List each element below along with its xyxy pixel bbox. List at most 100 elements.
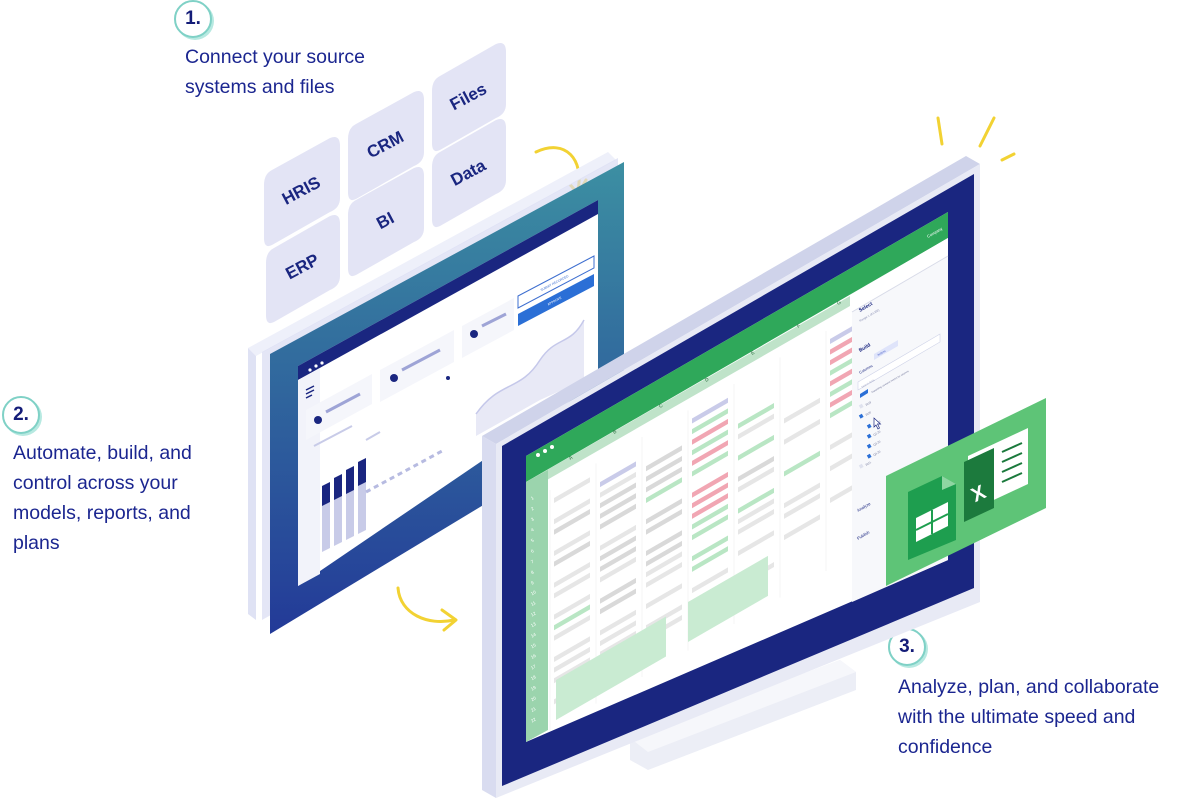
grid-cell[interactable] [554,646,590,673]
grid-cell[interactable] [600,482,636,509]
grid-cell[interactable] [692,514,728,541]
grid-cell[interactable] [646,562,682,588]
grid-cell[interactable] [600,546,636,572]
grid-cell[interactable] [692,503,728,530]
grid-cell[interactable] [692,493,728,519]
grid-cell[interactable] [738,466,774,493]
grid-cell[interactable] [692,471,728,498]
back-line-chart [476,320,584,436]
column-header-d: D [704,377,710,384]
grid-cell[interactable] [738,487,774,514]
grid-cell[interactable] [600,535,636,562]
source-tile-crm: CRM [348,91,424,201]
grid-cell[interactable] [692,482,728,509]
spreadsheet-grid [549,318,866,730]
grid-cell[interactable] [646,551,682,578]
grid-cell[interactable] [646,509,682,535]
source-label-bi: BI [373,208,397,233]
grid-cell[interactable] [554,604,590,631]
tree-checkbox[interactable] [866,433,872,439]
grid-cell[interactable] [692,450,728,477]
step-2-line-3: models, reports, and [13,502,191,524]
grid-cell[interactable] [600,461,636,488]
google-sheets-icon [908,476,956,560]
grid-cell[interactable] [554,540,590,567]
grid-cell[interactable] [600,577,636,604]
row-number: 1 [530,495,535,501]
grid-cell[interactable] [600,588,636,615]
grid-cell[interactable] [554,498,590,525]
grid-cell[interactable] [784,493,820,519]
grid-cell[interactable] [692,408,728,435]
grid-cell[interactable] [692,535,728,562]
grid-cell[interactable] [692,440,728,466]
column-headers: A B C D E F G [568,300,842,462]
column-header-g: G [836,300,842,307]
grid-cell[interactable] [692,567,728,594]
row-number: 16 [530,653,537,660]
tree-item-label: 2020 [865,410,873,417]
tree-checkbox[interactable] [866,453,872,459]
grid-cell[interactable] [692,546,728,572]
grid-cell[interactable] [738,403,774,429]
tree-checkbox[interactable] [866,423,872,429]
grid-cell[interactable] [646,498,682,525]
grid-cell[interactable] [784,514,820,541]
grid-cell[interactable] [600,620,636,647]
grid-cell[interactable] [554,509,590,535]
approve-button[interactable]: APPROVE [547,296,562,307]
grid-cell[interactable] [600,609,636,636]
grid-cell[interactable] [600,556,636,583]
grid-cell[interactable] [646,456,682,482]
panel-build-tag[interactable]: Actions [877,349,887,357]
row-number: 18 [530,674,537,681]
column-header-c: C [658,403,664,410]
panel-toggle[interactable] [860,389,868,398]
grid-cell[interactable] [554,572,590,599]
panel-publish-label[interactable]: Publish [856,529,871,541]
column-header-b: B [612,429,618,436]
row-number: 17 [530,663,537,670]
grid-cell[interactable] [784,418,820,445]
grid-cell[interactable] [554,562,590,588]
grid-cell[interactable] [554,636,590,662]
grid-cell[interactable] [554,530,590,556]
tree-checkbox[interactable] [858,413,864,419]
grid-cell[interactable] [738,456,774,482]
row-number: 6 [530,548,535,554]
grid-cell[interactable] [646,530,682,556]
grid-cell[interactable] [646,583,682,609]
tree-item-label: Q3-20 [873,439,882,447]
grid-cell[interactable] [600,493,636,519]
panel-search-input[interactable] [857,333,941,391]
sparkle-icon [936,116,1016,162]
grid-cell[interactable] [738,509,774,535]
grid-cell[interactable] [692,429,728,456]
grid-cell[interactable] [784,397,820,424]
grid-cell[interactable] [738,530,774,556]
grid-cell[interactable] [646,477,682,503]
grid-cell[interactable] [646,540,682,567]
tree-checkbox[interactable] [858,463,864,469]
grid-cell[interactable] [738,413,774,440]
grid-cell[interactable] [646,466,682,493]
grid-cell[interactable] [554,593,590,620]
grid-cell[interactable] [600,524,636,551]
grid-cell[interactable] [554,615,590,641]
grid-cell[interactable] [692,418,728,445]
grid-cell[interactable] [738,498,774,525]
grid-cell[interactable] [600,471,636,498]
grid-cell[interactable] [692,397,728,424]
grid-cell[interactable] [738,434,774,461]
grid-cell[interactable] [554,477,590,503]
grid-cell[interactable] [600,503,636,530]
tree-checkbox[interactable] [866,443,872,449]
grid-cell[interactable] [646,445,682,472]
panel-build-title: Build [858,342,872,353]
tree-checkbox[interactable] [858,403,864,409]
grid-cell[interactable] [784,482,820,509]
grid-cell[interactable] [784,450,820,477]
step-2-line-4: plans [13,532,60,554]
step-3-line-3: confidence [898,736,993,758]
